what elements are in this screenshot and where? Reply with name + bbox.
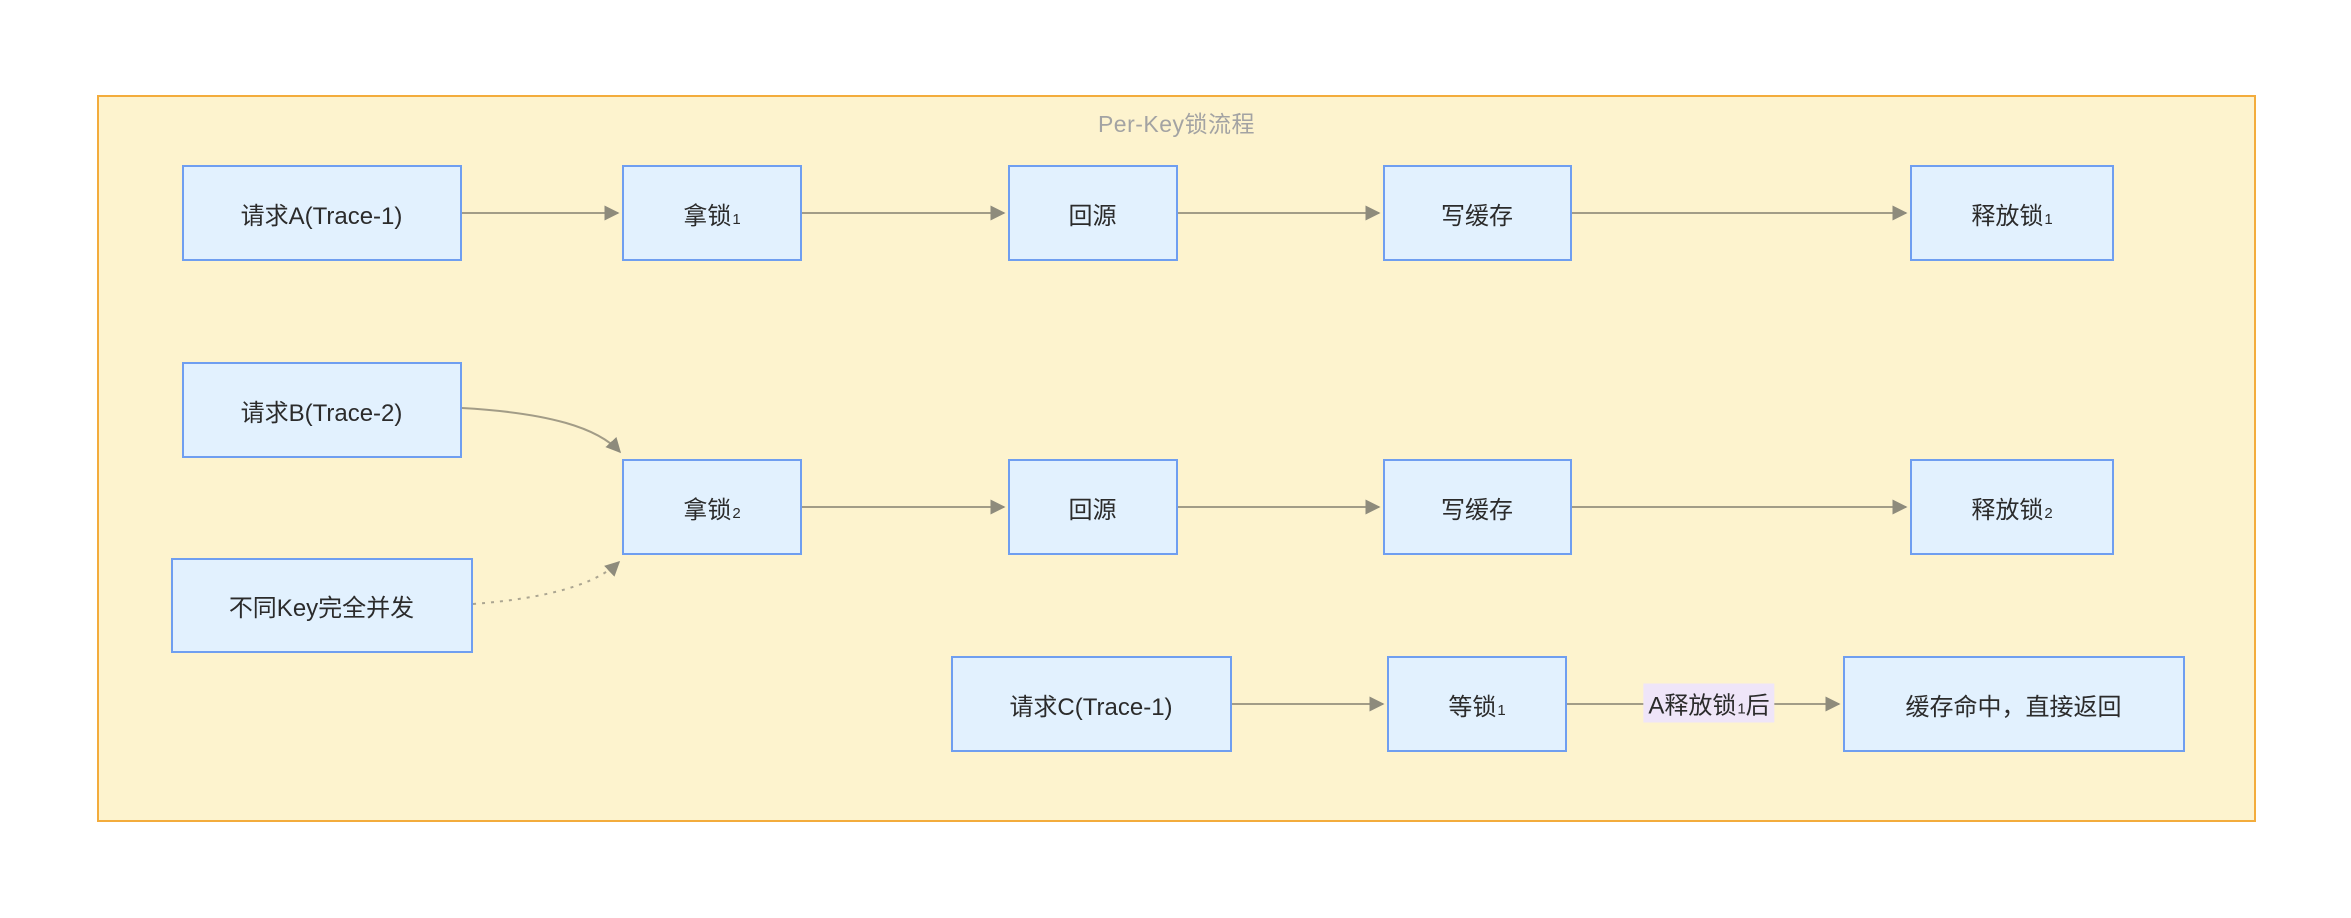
- node-label: 写缓存: [1441, 496, 1513, 524]
- node-label: 拿锁: [683, 496, 732, 524]
- node-label-subscript: 2: [2044, 504, 2053, 522]
- node-label: 回源: [1068, 496, 1117, 524]
- node-back-to-source-1: 回源: [1008, 165, 1178, 261]
- node-label: 请求C(Trace-1): [1009, 693, 1173, 721]
- node-request-a: 请求A(Trace-1): [182, 165, 462, 261]
- node-request-b: 请求B(Trace-2): [182, 362, 462, 458]
- edge-label-prefix: A释放锁: [1648, 692, 1737, 720]
- node-label: 请求A(Trace-1): [240, 202, 403, 230]
- subgraph-title: Per-Key锁流程: [1097, 111, 1256, 137]
- node-write-cache-1: 写缓存: [1383, 165, 1572, 261]
- node-label: 请求B(Trace-2): [240, 399, 403, 427]
- node-cache-hit-return: 缓存命中，直接返回: [1843, 656, 2185, 752]
- node-label: 拿锁: [683, 202, 732, 230]
- edge-label-subscript: 1: [1737, 700, 1746, 718]
- node-label-subscript: 1: [732, 210, 741, 228]
- node-write-cache-2: 写缓存: [1383, 459, 1572, 555]
- node-label: 不同Key完全并发: [228, 595, 415, 622]
- node-label-subscript: 1: [1497, 701, 1506, 719]
- node-label: 缓存命中，直接返回: [1905, 693, 2122, 721]
- node-label: 等锁: [1448, 693, 1497, 721]
- node-label: 释放锁: [1971, 496, 2044, 524]
- node-different-key-concurrent: 不同Key完全并发: [171, 558, 473, 653]
- node-label-subscript: 1: [2044, 210, 2053, 228]
- node-label: 释放锁: [1971, 202, 2044, 230]
- node-request-c: 请求C(Trace-1): [951, 656, 1232, 752]
- node-back-to-source-2: 回源: [1008, 459, 1178, 555]
- edge-label-suffix: 后: [1745, 692, 1770, 720]
- node-label-subscript: 2: [732, 504, 741, 522]
- node-label: 写缓存: [1441, 202, 1513, 230]
- node-label: 回源: [1068, 202, 1117, 230]
